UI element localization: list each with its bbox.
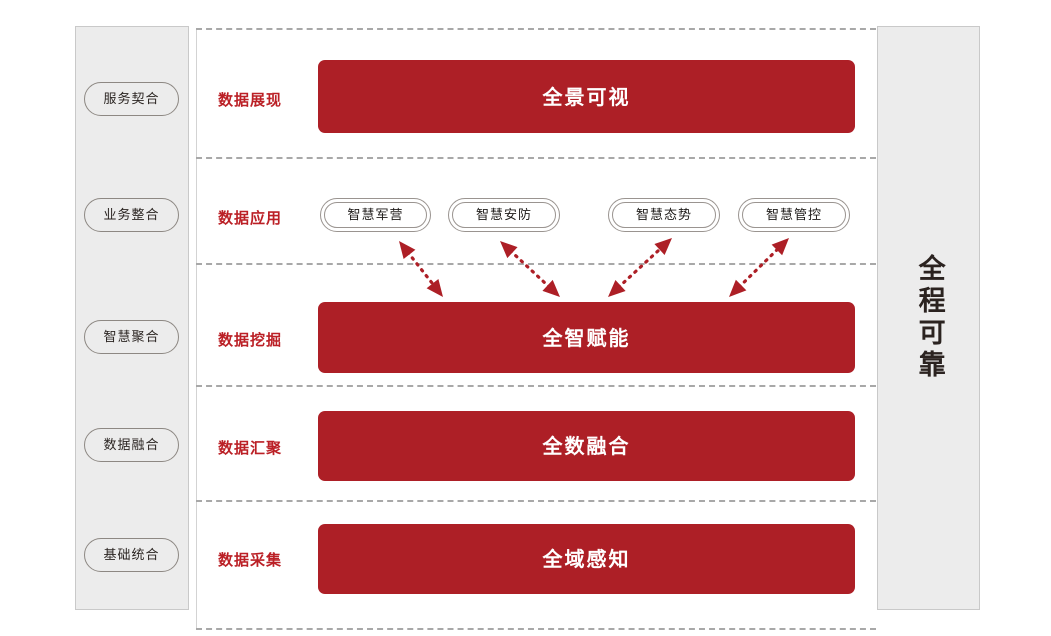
row-separator-4: [196, 385, 876, 387]
capability-bar-label: 全域感知: [542, 547, 631, 571]
row-separator-6: [196, 628, 876, 630]
arrow-link-4-shaft: [737, 246, 781, 289]
left-stage-panel: [75, 26, 189, 610]
row-separator-5: [196, 500, 876, 502]
application-pill-1[interactable]: 智慧军营: [320, 198, 431, 232]
stage-pill-3[interactable]: 智慧聚合: [84, 320, 179, 354]
arrow-link-3-shaft: [616, 245, 664, 290]
application-pill-3[interactable]: 智慧态势: [608, 198, 720, 232]
application-pill-label: 智慧态势: [635, 207, 692, 223]
arrow-link-3-head-forward: [654, 238, 672, 256]
stage-pill-label: 业务整合: [103, 207, 160, 223]
stage-pill-label: 数据融合: [103, 437, 160, 453]
application-pill-label: 智慧安防: [475, 207, 532, 223]
arrow-link-2-head-backward: [500, 241, 518, 259]
stage-pill-4[interactable]: 数据融合: [84, 428, 179, 462]
arrow-link-3-head-backward: [608, 279, 626, 297]
arrow-link-1-head-forward: [426, 278, 443, 297]
application-pill-inner-ring: 智慧军营: [324, 202, 427, 228]
stage-pill-label: 服务契合: [103, 91, 160, 107]
arrow-link-1-shaft: [406, 250, 436, 288]
application-pill-inner-ring: 智慧管控: [742, 202, 846, 228]
capability-bar-3[interactable]: 全智赋能: [318, 302, 855, 373]
arrow-link-4-head-forward: [771, 238, 789, 256]
data-layer-label-4: 数据汇聚: [218, 439, 283, 457]
stage-pill-1[interactable]: 服务契合: [84, 82, 179, 116]
capability-bar-4[interactable]: 全数融合: [318, 411, 855, 481]
application-pill-inner-ring: 智慧安防: [452, 202, 556, 228]
arrow-link-2-shaft: [508, 248, 552, 290]
capability-bar-label: 全智赋能: [542, 325, 631, 350]
arrow-link-4-head-backward: [729, 279, 747, 297]
stage-pill-label: 基础统合: [103, 547, 160, 563]
application-pill-label: 智慧军营: [347, 207, 404, 223]
data-layer-label-3: 数据挖掘: [218, 331, 283, 349]
capability-bar-label: 全景可视: [542, 84, 631, 109]
application-pill-inner-ring: 智慧态势: [612, 202, 716, 228]
application-pill-label: 智慧管控: [765, 207, 822, 223]
stage-pill-label: 智慧聚合: [103, 329, 160, 345]
row-separator-2: [196, 157, 876, 159]
right-reliability-panel: [877, 26, 980, 610]
capability-bar-1[interactable]: 全景可视: [318, 60, 855, 133]
stage-pill-2[interactable]: 业务整合: [84, 198, 179, 232]
data-layer-label-2: 数据应用: [218, 209, 283, 227]
application-pill-4[interactable]: 智慧管控: [738, 198, 850, 232]
content-left-rule: [196, 28, 197, 628]
data-layer-label-5: 数据采集: [218, 551, 283, 569]
stage-pill-5[interactable]: 基础统合: [84, 538, 179, 572]
row-separator-3: [196, 263, 876, 265]
capability-bar-label: 全数融合: [542, 434, 631, 458]
capability-bar-5[interactable]: 全域感知: [318, 524, 855, 594]
arrow-link-1-head-backward: [399, 241, 416, 260]
row-separator-1: [196, 28, 876, 30]
application-pill-2[interactable]: 智慧安防: [448, 198, 560, 232]
arrow-link-2-head-forward: [542, 279, 560, 297]
data-layer-label-1: 数据展现: [218, 91, 283, 109]
